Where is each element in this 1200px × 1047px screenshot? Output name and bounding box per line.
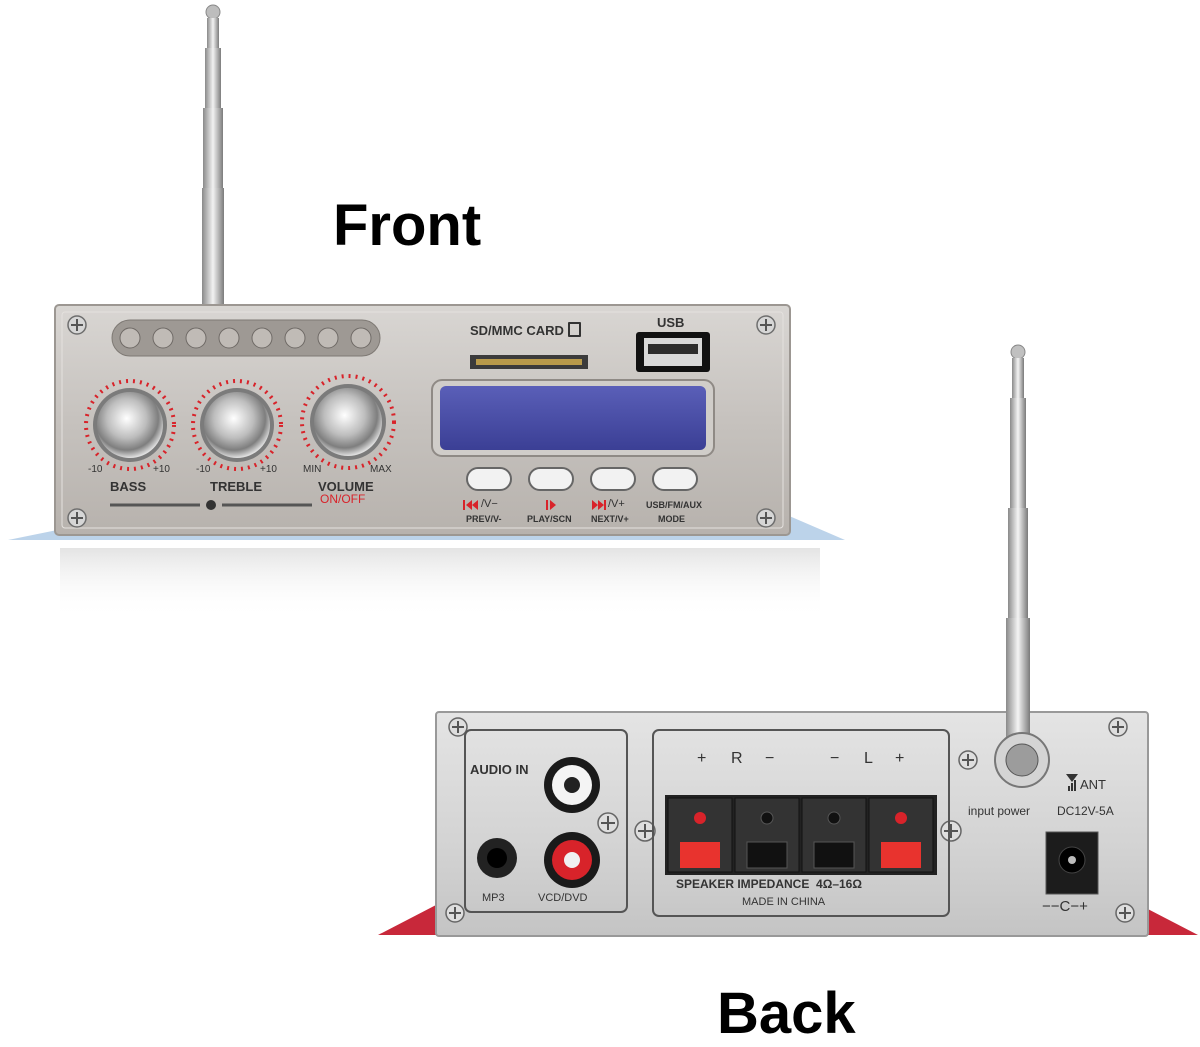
back-amplifier-image [378, 344, 1198, 937]
treble-min: -10 [196, 464, 211, 475]
back-heading: Back [717, 981, 856, 1046]
left-minus-label: − [830, 750, 840, 767]
front-amplifier-image [8, 4, 845, 618]
prev-symbol: /V− [481, 498, 498, 510]
mp3-label: MP3 [482, 892, 505, 904]
speaker-terminals[interactable] [665, 795, 937, 875]
left-label: L [864, 750, 873, 767]
sd-card-icon [567, 322, 581, 337]
sd-card-label: SD/MMC CARD [470, 322, 581, 338]
input-power-label: input power [968, 804, 1031, 818]
mode-button[interactable] [652, 467, 698, 491]
volume-knob[interactable] [300, 374, 396, 470]
right-plus-label: + [697, 750, 707, 767]
ant-label: ANT [1080, 777, 1106, 792]
treble-knob[interactable] [191, 379, 283, 471]
bass-label: BASS [110, 479, 147, 494]
next-icon [592, 500, 598, 510]
bass-max: +10 [153, 464, 170, 475]
play-label: PLAY/SCN [527, 514, 572, 524]
polarity-label: −−C−+ [1042, 898, 1088, 915]
speaker-impedance-label: SPEAKER IMPEDANCE 4Ω–16Ω [676, 877, 862, 891]
bass-min: -10 [88, 464, 103, 475]
volume-min: MIN [303, 464, 322, 475]
audio-in-label: AUDIO IN [470, 762, 529, 777]
left-plus-label: + [895, 750, 905, 767]
front-heading: Front [333, 193, 482, 258]
dc-power-jack[interactable] [1045, 831, 1099, 895]
mp3-jack[interactable] [477, 838, 517, 878]
right-label: R [731, 750, 743, 767]
volume-label: VOLUME [318, 479, 374, 494]
treble-max: +10 [260, 464, 277, 475]
volume-sub-label: ON/OFF [320, 492, 366, 506]
next-label: NEXT/V+ [591, 514, 629, 524]
prev-label: PREV/V- [466, 514, 502, 524]
dc-rating-label: DC12V-5A [1057, 804, 1114, 818]
right-minus-label: − [765, 750, 775, 767]
prev-button[interactable] [466, 467, 512, 491]
mode-label: MODE [658, 514, 685, 524]
prev-icon [466, 500, 472, 510]
volume-max: MAX [370, 464, 392, 475]
next-symbol: /V+ [608, 498, 625, 510]
made-in-label: MADE IN CHINA [742, 896, 826, 908]
play-button[interactable] [528, 467, 574, 491]
treble-label: TREBLE [210, 479, 262, 494]
bass-knob[interactable] [84, 379, 176, 471]
mode-symbol: USB/FM/AUX [646, 500, 702, 510]
vcd-dvd-label: VCD/DVD [538, 892, 588, 904]
antenna-signal-icon [1066, 774, 1078, 791]
rca-red-jack[interactable] [544, 832, 600, 888]
back-antenna [994, 344, 1050, 788]
usb-label: USB [657, 315, 685, 330]
rca-white-jack[interactable] [544, 757, 600, 813]
next-button[interactable] [590, 467, 636, 491]
play-pause-icon [546, 500, 548, 510]
front-antenna [202, 4, 224, 310]
